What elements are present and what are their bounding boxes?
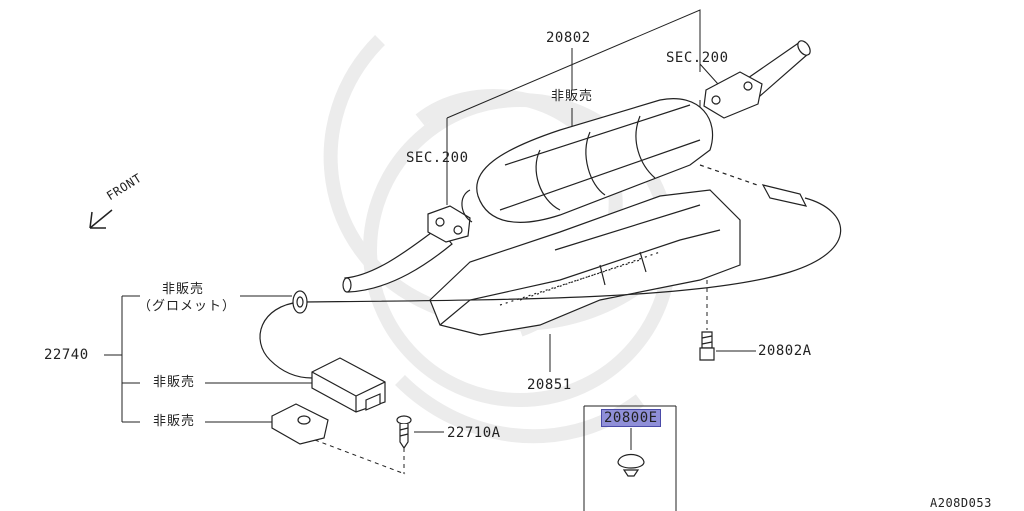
sensor-bracket [271,403,329,445]
catalytic-converter [461,98,714,223]
bolt-20802A [699,331,715,361]
exhaust-pipe-right [703,40,811,119]
label-22710A: 22710A [447,425,501,441]
inset-box-20800E [583,405,677,511]
label-not-for-sale-grommet: 非販売 [162,282,205,297]
label-20802: 20802 [546,30,591,46]
rubber-mount [617,453,645,477]
label-sec-200-right: SEC.200 [666,50,729,66]
front-arrow [89,209,113,229]
label-20800E[interactable]: 20800E [601,409,661,427]
label-20851: 20851 [527,377,572,393]
label-not-for-sale-bracket: 非販売 [153,414,196,429]
grommet [292,290,308,314]
label-20802A: 20802A [758,343,812,359]
label-grommet: （グロメット） [138,299,237,314]
sensor-connector [311,357,386,413]
label-not-for-sale-top: 非販売 [551,89,594,104]
leader-lines [104,295,756,433]
drawing-id: A208D053 [930,496,992,510]
label-22740: 22740 [44,347,89,363]
exhaust-pipe-left [342,205,471,293]
label-sec-200-left: SEC.200 [406,150,469,166]
sensor-harness [259,164,842,379]
screw-22710A [396,415,412,450]
label-not-for-sale-sensor: 非販売 [153,375,196,390]
